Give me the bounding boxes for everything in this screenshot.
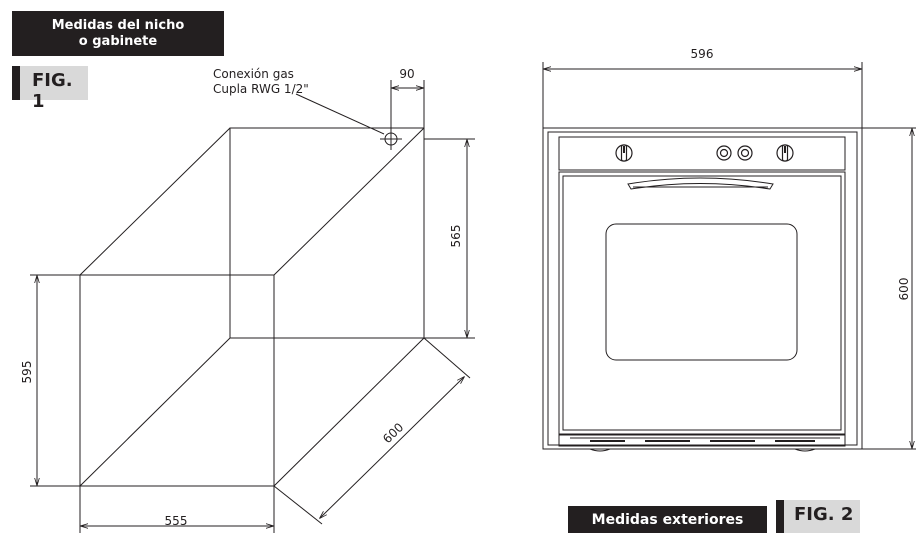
gas-connection-label: Conexión gas xyxy=(213,67,294,81)
dim-oven-height-label: 600 xyxy=(897,278,911,301)
gas-leader-line xyxy=(295,93,385,135)
figure-1-label: FIG. 1 xyxy=(12,66,88,112)
niche-box xyxy=(79,127,425,487)
oven-knob-small-1 xyxy=(716,145,732,161)
dim-depth xyxy=(273,337,471,525)
oven-knob-small-2 xyxy=(737,145,753,161)
dim-width-front-label: 555 xyxy=(165,514,188,528)
oven-frame xyxy=(542,127,863,450)
exterior-dimensions-badge: Medidas exteriores xyxy=(568,506,767,533)
niche-badge-line1: Medidas del nicho xyxy=(51,17,185,33)
oven-door xyxy=(558,171,846,435)
oven-window xyxy=(605,223,798,361)
oven-bottom-vent xyxy=(558,434,846,447)
oven-control-panel xyxy=(558,136,846,171)
dim-height-back-label: 565 xyxy=(449,225,463,248)
niche-dimensions-badge: Medidas del nicho o gabinete xyxy=(12,11,224,56)
niche-badge-line2: o gabinete xyxy=(78,33,158,49)
dim-gas-offset-label: 90 xyxy=(399,67,414,81)
oven-handle xyxy=(627,177,774,190)
dim-width-front xyxy=(79,486,275,533)
oven-knob-right xyxy=(776,144,794,162)
dim-oven-width-label: 596 xyxy=(691,47,714,61)
oven xyxy=(542,127,863,452)
gas-connection xyxy=(295,93,402,150)
figure-2-label: FIG. 2 xyxy=(776,500,860,533)
dim-gas-offset xyxy=(390,80,425,128)
dim-oven-width xyxy=(542,62,863,128)
dim-height-back xyxy=(424,138,475,339)
dim-height-front-label: 595 xyxy=(20,361,34,384)
dim-depth-label: 600 xyxy=(380,420,406,446)
oven-knob-left xyxy=(615,144,633,162)
dim-oven-height xyxy=(862,127,916,450)
dim-height-front xyxy=(30,274,80,487)
gas-coupling-label: Cupla RWG 1/2" xyxy=(213,82,309,96)
